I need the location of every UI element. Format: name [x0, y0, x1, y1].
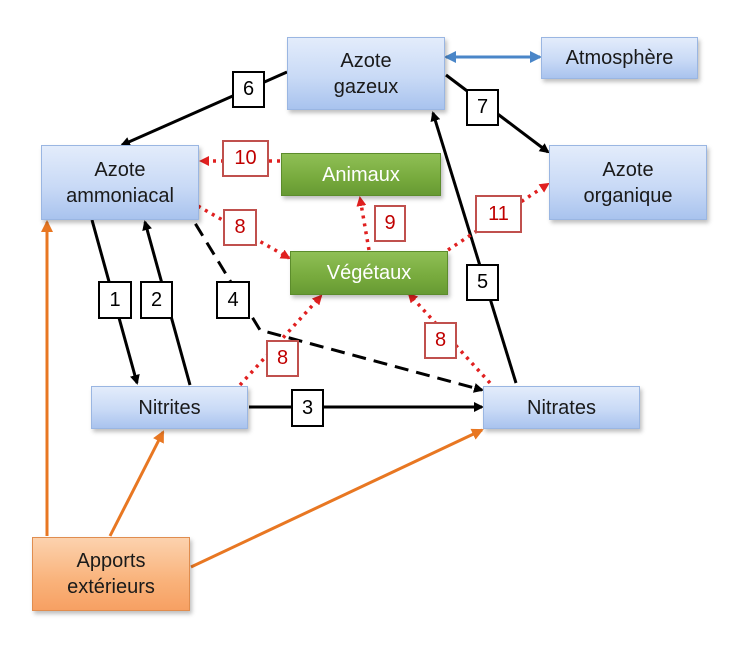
arrow-apports-nitrates — [190, 428, 484, 569]
label-2: 2 — [140, 281, 173, 319]
label-8-nitrites: 8 — [266, 340, 299, 377]
label-3: 3 — [291, 389, 324, 427]
node-nitrites: Nitrites — [91, 386, 248, 429]
node-azote-organique: Azote organique — [549, 145, 707, 220]
node-atmosphere: Atmosphère — [541, 37, 698, 79]
node-animaux: Animaux — [281, 153, 441, 196]
arrow-5 — [430, 111, 518, 384]
label-9: 9 — [374, 205, 406, 242]
arrow-8-ammoniacal — [197, 204, 291, 260]
label-8-ammoniacal: 8 — [223, 209, 257, 246]
label-5: 5 — [466, 264, 499, 301]
node-azote-gazeux: Azote gazeux — [287, 37, 445, 110]
label-6: 6 — [232, 71, 265, 108]
arrow-apports-nitrites — [108, 430, 165, 537]
label-7: 7 — [466, 89, 499, 126]
label-4: 4 — [216, 281, 250, 319]
label-1: 1 — [98, 281, 132, 319]
node-azote-ammoniacal: Azote ammoniacal — [41, 145, 199, 220]
label-10: 10 — [222, 140, 269, 177]
node-apports-exterieurs: Apports extérieurs — [32, 537, 190, 611]
arrow-4 — [182, 204, 484, 393]
label-8-nitrates: 8 — [424, 322, 457, 359]
label-11: 11 — [475, 195, 522, 233]
node-vegetaux: Végétaux — [290, 251, 448, 295]
node-nitrates: Nitrates — [483, 386, 640, 429]
arrow-9 — [356, 196, 371, 251]
